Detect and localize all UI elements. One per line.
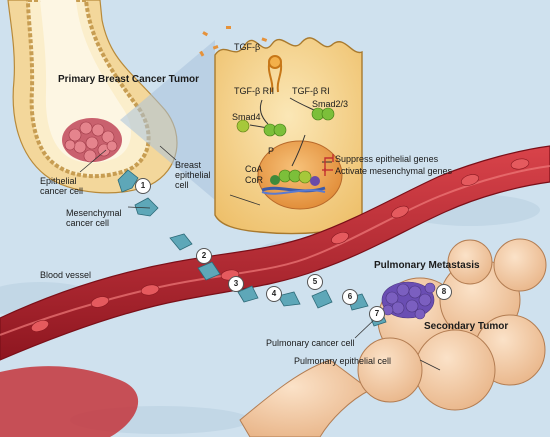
breast-epithelial-label: Breast epithelial cell	[175, 160, 211, 190]
cor-label: CoR	[245, 175, 264, 185]
pulmonary-cancer-label: Pulmonary cancer cell	[266, 338, 355, 348]
primary-tumor-label: Primary Breast Cancer Tumor	[58, 74, 199, 85]
lower-vessel	[0, 366, 139, 437]
secondary-tumor-label: Secondary Tumor	[424, 321, 509, 332]
primary-tumor-mass	[62, 118, 122, 163]
activate-label: Activate mesenchymal genes	[335, 166, 453, 176]
tgf-beta-receptor	[267, 55, 283, 93]
red-blood-cells	[31, 158, 530, 332]
zoom-wedge	[120, 40, 215, 200]
blood-vessel-label: Blood vessel	[40, 270, 92, 280]
pulmonary-epithelial-label: Pulmonary epithelial cell	[294, 356, 392, 366]
step-marker-5: 5	[307, 274, 323, 290]
secondary-tumor-mass	[381, 281, 436, 320]
step-marker-6: 6	[342, 289, 358, 305]
tgf-beta-particles	[199, 26, 268, 57]
tgf-beta-ri-label: TGF-β RI	[292, 86, 330, 96]
epithelial-cancer-label: Epithelial cancer cell	[40, 176, 84, 196]
mesenchymal-cells	[117, 169, 387, 327]
suppress-label: Suppress epithelial genes	[335, 154, 439, 164]
smad4-label: Smad4	[232, 112, 261, 122]
phospho-label-1: P	[268, 146, 275, 156]
step-marker-7: 7	[369, 306, 385, 322]
pulmonary-metastasis-label: Pulmonary Metastasis	[374, 260, 480, 271]
step-marker-8: 8	[436, 284, 452, 300]
coa-label: CoA	[245, 164, 263, 174]
mesenchymal-cancer-label: Mesenchymal cancer cell	[66, 208, 122, 228]
step-marker-3: 3	[228, 276, 244, 292]
regulation-marks	[322, 154, 334, 176]
tgf-beta-label: TGF-β	[234, 42, 261, 52]
blood-vessel	[0, 145, 550, 361]
leader-lines	[79, 145, 441, 371]
smad23-label: Smad2/3	[312, 99, 349, 109]
step-marker-4: 4	[266, 286, 282, 302]
epithelial-cell-zoom	[214, 37, 363, 235]
smad-proteins	[236, 107, 335, 195]
step-marker-1: 1	[135, 178, 151, 194]
tgf-beta-rii-label: TGF-β RII	[234, 86, 275, 96]
step-marker-2: 2	[196, 248, 212, 264]
